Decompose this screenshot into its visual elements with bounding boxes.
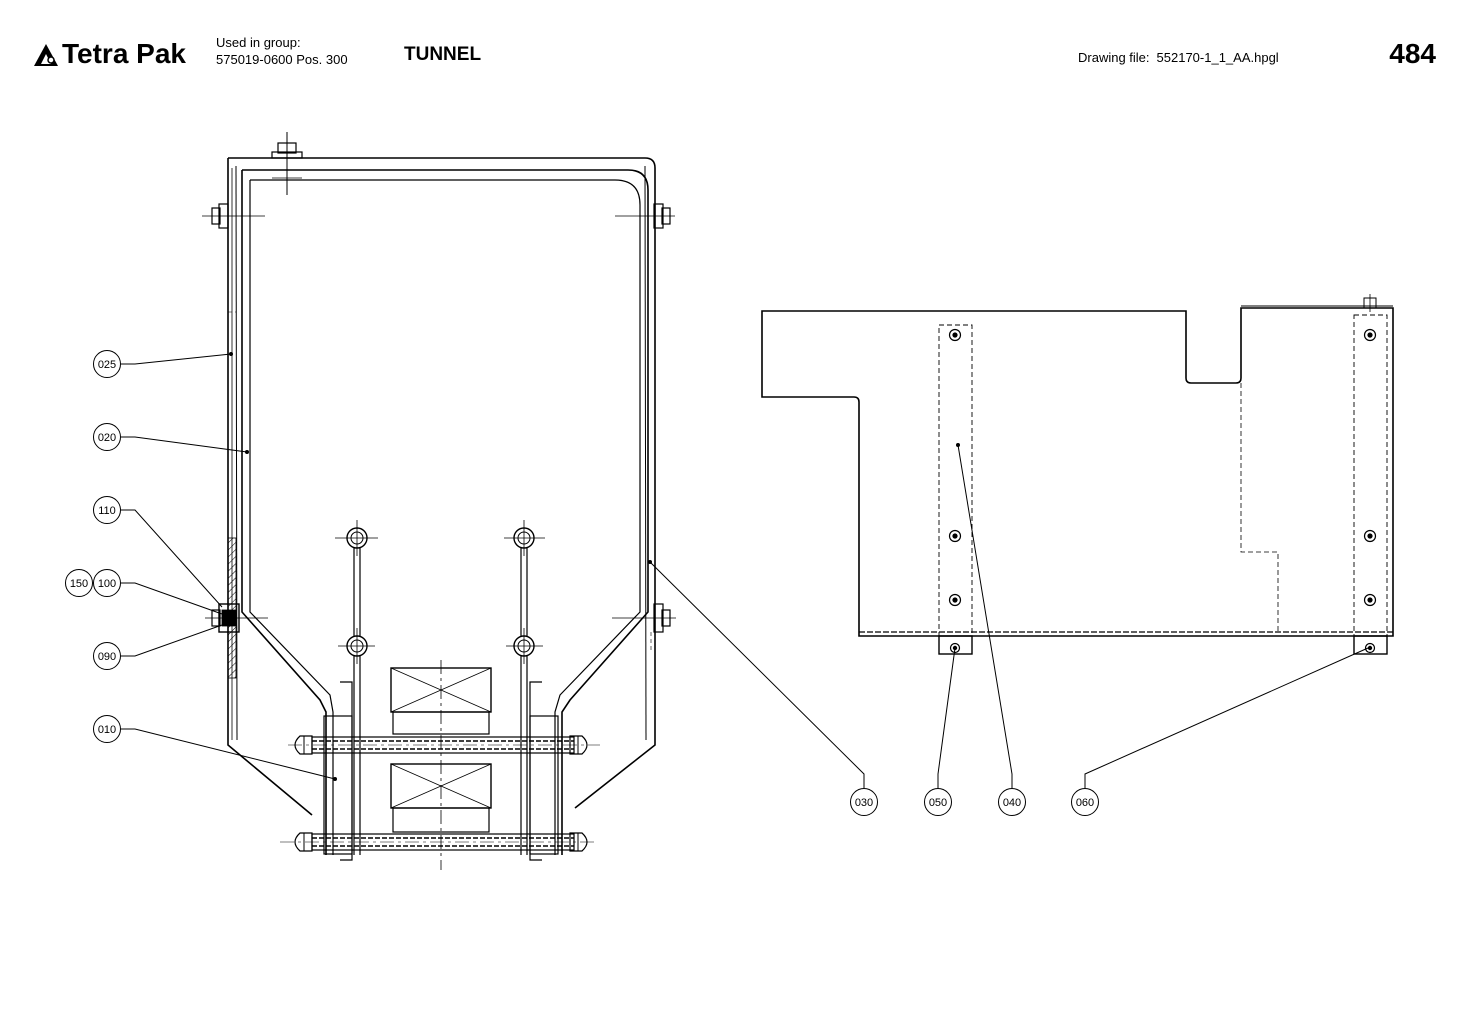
callout-030-label: 030 — [855, 797, 873, 809]
brand-name: Tetra Pak — [62, 38, 186, 69]
callout-090-label: 090 — [98, 651, 116, 663]
used-in-group: Used in group: 575019-0600 Pos. 300 — [216, 34, 348, 68]
drawing-title: TUNNEL — [404, 44, 482, 65]
file-label: Drawing file: — [1078, 50, 1150, 65]
group-value: 575019-0600 Pos. 300 — [216, 52, 348, 67]
brand-logo: Tetra Pak — [32, 36, 186, 72]
page-number: 484 — [1389, 38, 1436, 69]
callout-100-label: 100 — [98, 578, 116, 590]
leader-lines — [121, 353, 1369, 788]
callout-030: 030 — [850, 788, 878, 816]
callout-150: 150 — [65, 569, 93, 597]
callout-020: 020 — [93, 423, 121, 451]
group-label: Used in group: — [216, 35, 301, 50]
callout-040: 040 — [998, 788, 1026, 816]
callout-090: 090 — [93, 642, 121, 670]
callout-100: 100 — [93, 569, 121, 597]
leader-dots — [229, 352, 960, 781]
callout-025-label: 025 — [98, 359, 116, 371]
callout-010: 010 — [93, 715, 121, 743]
callout-060: 060 — [1071, 788, 1099, 816]
callout-025: 025 — [93, 350, 121, 378]
callout-050-label: 050 — [929, 797, 947, 809]
bolt-holes — [948, 328, 1377, 654]
callout-110: 110 — [93, 496, 121, 524]
drawing-header: Tetra Pak Used in group: 575019-0600 Pos… — [0, 0, 1462, 90]
callout-040-label: 040 — [1003, 797, 1021, 809]
file-value: 552170-1_1_AA.hpgl — [1156, 50, 1279, 65]
callout-110-label: 110 — [98, 505, 116, 517]
drawing-file: Drawing file: 552170-1_1_AA.hpgl — [1078, 50, 1279, 65]
tetra-pak-logo-icon — [34, 44, 58, 66]
front-view — [202, 132, 676, 870]
side-view — [761, 294, 1394, 655]
callout-050: 050 — [924, 788, 952, 816]
callout-010-label: 010 — [98, 724, 116, 736]
callout-balloons: 025 020 110 150 100 090 010 030 — [65, 350, 1099, 816]
callout-060-label: 060 — [1076, 797, 1094, 809]
callout-150-label: 150 — [70, 578, 88, 590]
callout-020-label: 020 — [98, 432, 116, 444]
